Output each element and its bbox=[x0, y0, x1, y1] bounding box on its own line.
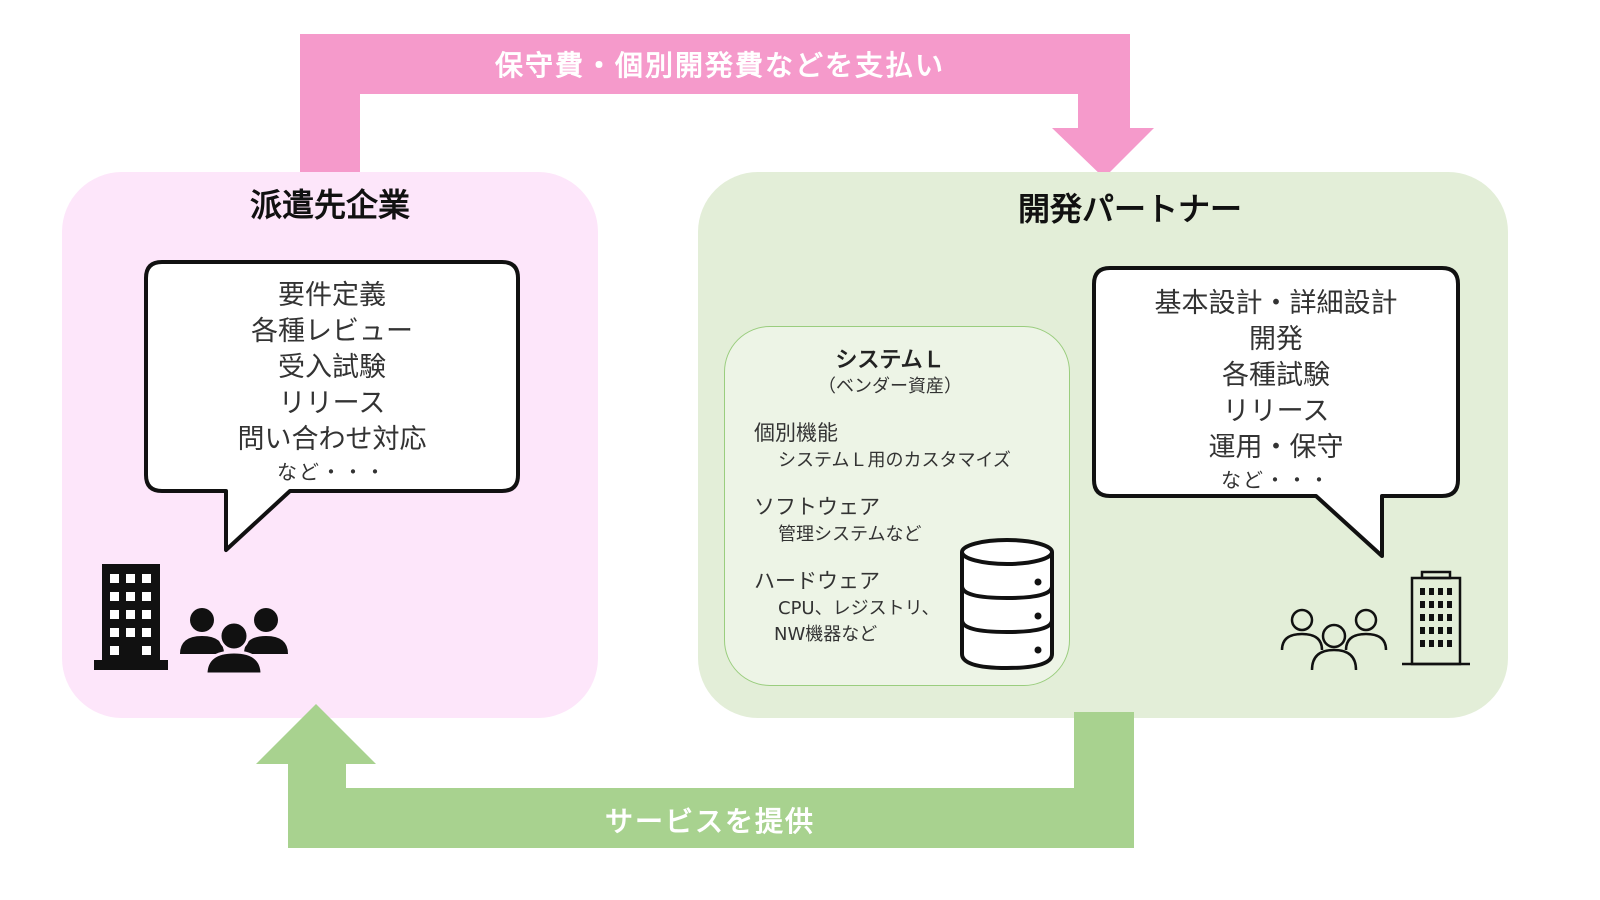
partner-task: リリース bbox=[1222, 396, 1330, 427]
partner-task: 運用・保守 bbox=[1208, 432, 1344, 463]
client-task: 各種レビュー bbox=[251, 316, 413, 347]
client-task: 要件定義 bbox=[278, 280, 386, 311]
service-arrow-shape bbox=[256, 704, 1134, 848]
system-item-functions: 個別機能 システムＬ用のカスタマイズ bbox=[754, 418, 1054, 474]
payment-arrow-label: 保守費・個別開発費などを支払い bbox=[494, 49, 945, 82]
database-icon bbox=[960, 538, 1054, 671]
partner-etc: など・・・ bbox=[1221, 468, 1331, 492]
partner-task: 基本設計・詳細設計 bbox=[1154, 288, 1398, 319]
system-item-heading: ソフトウェア bbox=[754, 495, 880, 519]
client-task: 問い合わせ対応 bbox=[237, 424, 427, 455]
client-task: リリース bbox=[278, 388, 386, 419]
building-outline-icon bbox=[1402, 570, 1470, 666]
client-title: 派遣先企業 bbox=[249, 186, 410, 224]
system-item-heading: ハードウェア bbox=[754, 569, 880, 593]
partner-title: 開発パートナー bbox=[1017, 190, 1242, 228]
service-arrow-label: サービスを提供 bbox=[604, 805, 815, 838]
system-subtitle: （ベンダー資産） bbox=[818, 376, 962, 397]
partner-task-list: 基本設計・詳細設計 開発 各種試験 リリース 運用・保守 など・・・ bbox=[1098, 286, 1454, 494]
people-icon bbox=[180, 608, 288, 674]
system-item-detail: システムＬ用のカスタマイズ bbox=[778, 450, 1011, 471]
system-item-detail: CPU、レジストリ、 bbox=[778, 598, 940, 619]
client-task: 受入試験 bbox=[278, 352, 386, 383]
system-item-detail: NW機器など bbox=[774, 624, 878, 645]
payment-arrow-shape bbox=[300, 34, 1154, 178]
system-item-detail: 管理システムなど bbox=[778, 524, 922, 545]
client-etc: など・・・ bbox=[277, 460, 387, 484]
building-icon bbox=[94, 564, 168, 670]
partner-task: 開発 bbox=[1249, 324, 1303, 355]
people-outline-icon bbox=[1280, 608, 1388, 671]
system-item-software: ソフトウェア 管理システムなど bbox=[754, 492, 974, 548]
client-task-list: 要件定義 各種レビュー 受入試験 リリース 問い合わせ対応 など・・・ bbox=[150, 278, 514, 486]
system-title: システムＬ bbox=[835, 348, 945, 373]
system-item-hardware: ハードウェア CPU、レジストリ、 NW機器など bbox=[754, 566, 974, 648]
partner-task: 各種試験 bbox=[1222, 360, 1330, 391]
system-item-heading: 個別機能 bbox=[754, 421, 838, 445]
